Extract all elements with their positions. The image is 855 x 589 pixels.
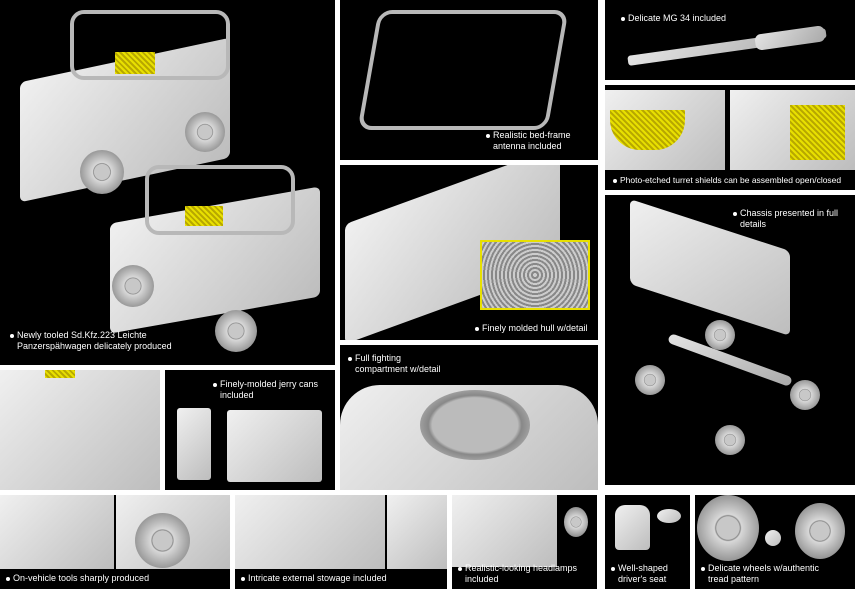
- antenna-frame-top: [70, 10, 230, 80]
- panel-main-vehicle: Newly tooled Sd.Kfz.223 Leichte Panzersp…: [0, 0, 335, 365]
- caption-turret-shields: Photo-etched turret shields can be assem…: [613, 175, 841, 186]
- panel-wheels: Delicate wheels w/authentic tread patter…: [695, 495, 855, 589]
- caption-mg34: Delicate MG 34 included: [621, 13, 726, 24]
- photo-etch-shield-open: [610, 110, 685, 150]
- wheel: [790, 380, 820, 410]
- tools-render-left: [0, 495, 114, 569]
- panel-headlamps: Realistic-looking headlamps included: [452, 495, 597, 589]
- panel-seat: Well-shaped driver's seat: [605, 495, 690, 589]
- panel-stowage: Intricate external stowage included: [235, 495, 447, 589]
- caption-text: Intricate external stowage included: [248, 573, 387, 583]
- caption-text: included: [465, 574, 499, 584]
- caption-text: Full fighting: [355, 353, 402, 363]
- photo-etch-shield-closed: [790, 105, 845, 160]
- jerry-can-rack-render: [227, 410, 322, 482]
- wheel: [185, 112, 225, 152]
- panel-tools: On-vehicle tools sharply produced: [0, 495, 230, 589]
- caption-text: Realistic bed-frame: [493, 130, 571, 140]
- caption-text: Newly tooled Sd.Kfz.223 Leichte: [17, 330, 147, 340]
- hull-detail-inset: [480, 240, 590, 310]
- caption-chassis: Chassis presented in full details: [733, 208, 838, 230]
- caption-text: Finely-molded jerry cans: [220, 379, 319, 389]
- wheel: [715, 425, 745, 455]
- caption-stowage: Intricate external stowage included: [241, 573, 387, 584]
- panel-hull: Finely molded hull w/detail: [340, 165, 598, 340]
- caption-fighting-compartment: Full fighting compartment w/detail: [348, 353, 441, 375]
- panel-turret-shields: Photo-etched turret shields can be assem…: [605, 85, 855, 190]
- panel-chassis: Chassis presented in full details: [605, 195, 855, 485]
- caption-text: tread pattern: [708, 574, 760, 584]
- caption-text: Chassis presented in full: [740, 208, 839, 218]
- panel-mg34: Delicate MG 34 included: [605, 0, 855, 80]
- caption-text: Delicate wheels w/authentic: [708, 563, 820, 573]
- wheel: [795, 503, 845, 559]
- caption-main: Newly tooled Sd.Kfz.223 Leichte Panzersp…: [10, 330, 172, 352]
- stowage-render-left: [235, 495, 385, 569]
- panel-hull-detail: [0, 370, 160, 490]
- jerry-can-render: [177, 408, 211, 480]
- headlamp-icon: [564, 507, 588, 537]
- caption-text: Delicate MG 34 included: [628, 13, 727, 23]
- wheel-hub-plate: [765, 530, 781, 546]
- caption-text: On-vehicle tools sharply produced: [13, 573, 150, 583]
- wheel: [80, 150, 124, 194]
- caption-headlamps: Realistic-looking headlamps included: [458, 563, 577, 585]
- panel-fighting-compartment: Full fighting compartment w/detail: [340, 345, 598, 490]
- headlamps-render: [452, 495, 557, 567]
- caption-jerry-cans: Finely-molded jerry cans included: [213, 379, 318, 401]
- photo-etch-mesh: [185, 206, 223, 226]
- wheel: [135, 513, 190, 568]
- mg34-stock: [754, 25, 826, 51]
- panel-bed-frame-antenna: Realistic bed-frame antenna included: [340, 0, 598, 160]
- caption-text: included: [220, 390, 254, 400]
- caption-tools: On-vehicle tools sharply produced: [6, 573, 149, 584]
- wheel: [635, 365, 665, 395]
- caption-text: compartment w/detail: [355, 364, 441, 374]
- caption-wheels: Delicate wheels w/authentic tread patter…: [701, 563, 819, 585]
- stowage-render-right: [387, 495, 447, 569]
- seat-stool-render: [657, 509, 681, 523]
- caption-text: Panzerspähwagen delicately produced: [17, 341, 172, 351]
- caption-text: Finely molded hull w/detail: [482, 323, 588, 333]
- panel-jerry-cans: Finely-molded jerry cans included: [165, 370, 335, 490]
- hull-closeup-render: [0, 370, 160, 490]
- photo-etch-mesh: [115, 52, 155, 74]
- caption-text: antenna included: [493, 141, 562, 151]
- wheel: [705, 320, 735, 350]
- antenna-frame: [357, 10, 569, 130]
- photo-etch-mesh: [45, 370, 75, 378]
- caption-text: driver's seat: [618, 574, 667, 584]
- wheel: [215, 310, 257, 352]
- caption-bed-frame: Realistic bed-frame antenna included: [486, 130, 571, 152]
- wheel: [112, 265, 154, 307]
- caption-text: Realistic-looking headlamps: [465, 563, 578, 573]
- wheel: [697, 495, 759, 561]
- caption-hull: Finely molded hull w/detail: [475, 323, 588, 334]
- caption-text: Well-shaped: [618, 563, 668, 573]
- seat-render: [615, 505, 650, 550]
- caption-text: Photo-etched turret shields can be assem…: [620, 175, 842, 185]
- caption-seat: Well-shaped driver's seat: [611, 563, 668, 585]
- turret-ring: [420, 390, 530, 460]
- antenna-frame-bottom: [145, 165, 295, 235]
- caption-text: details: [740, 219, 767, 229]
